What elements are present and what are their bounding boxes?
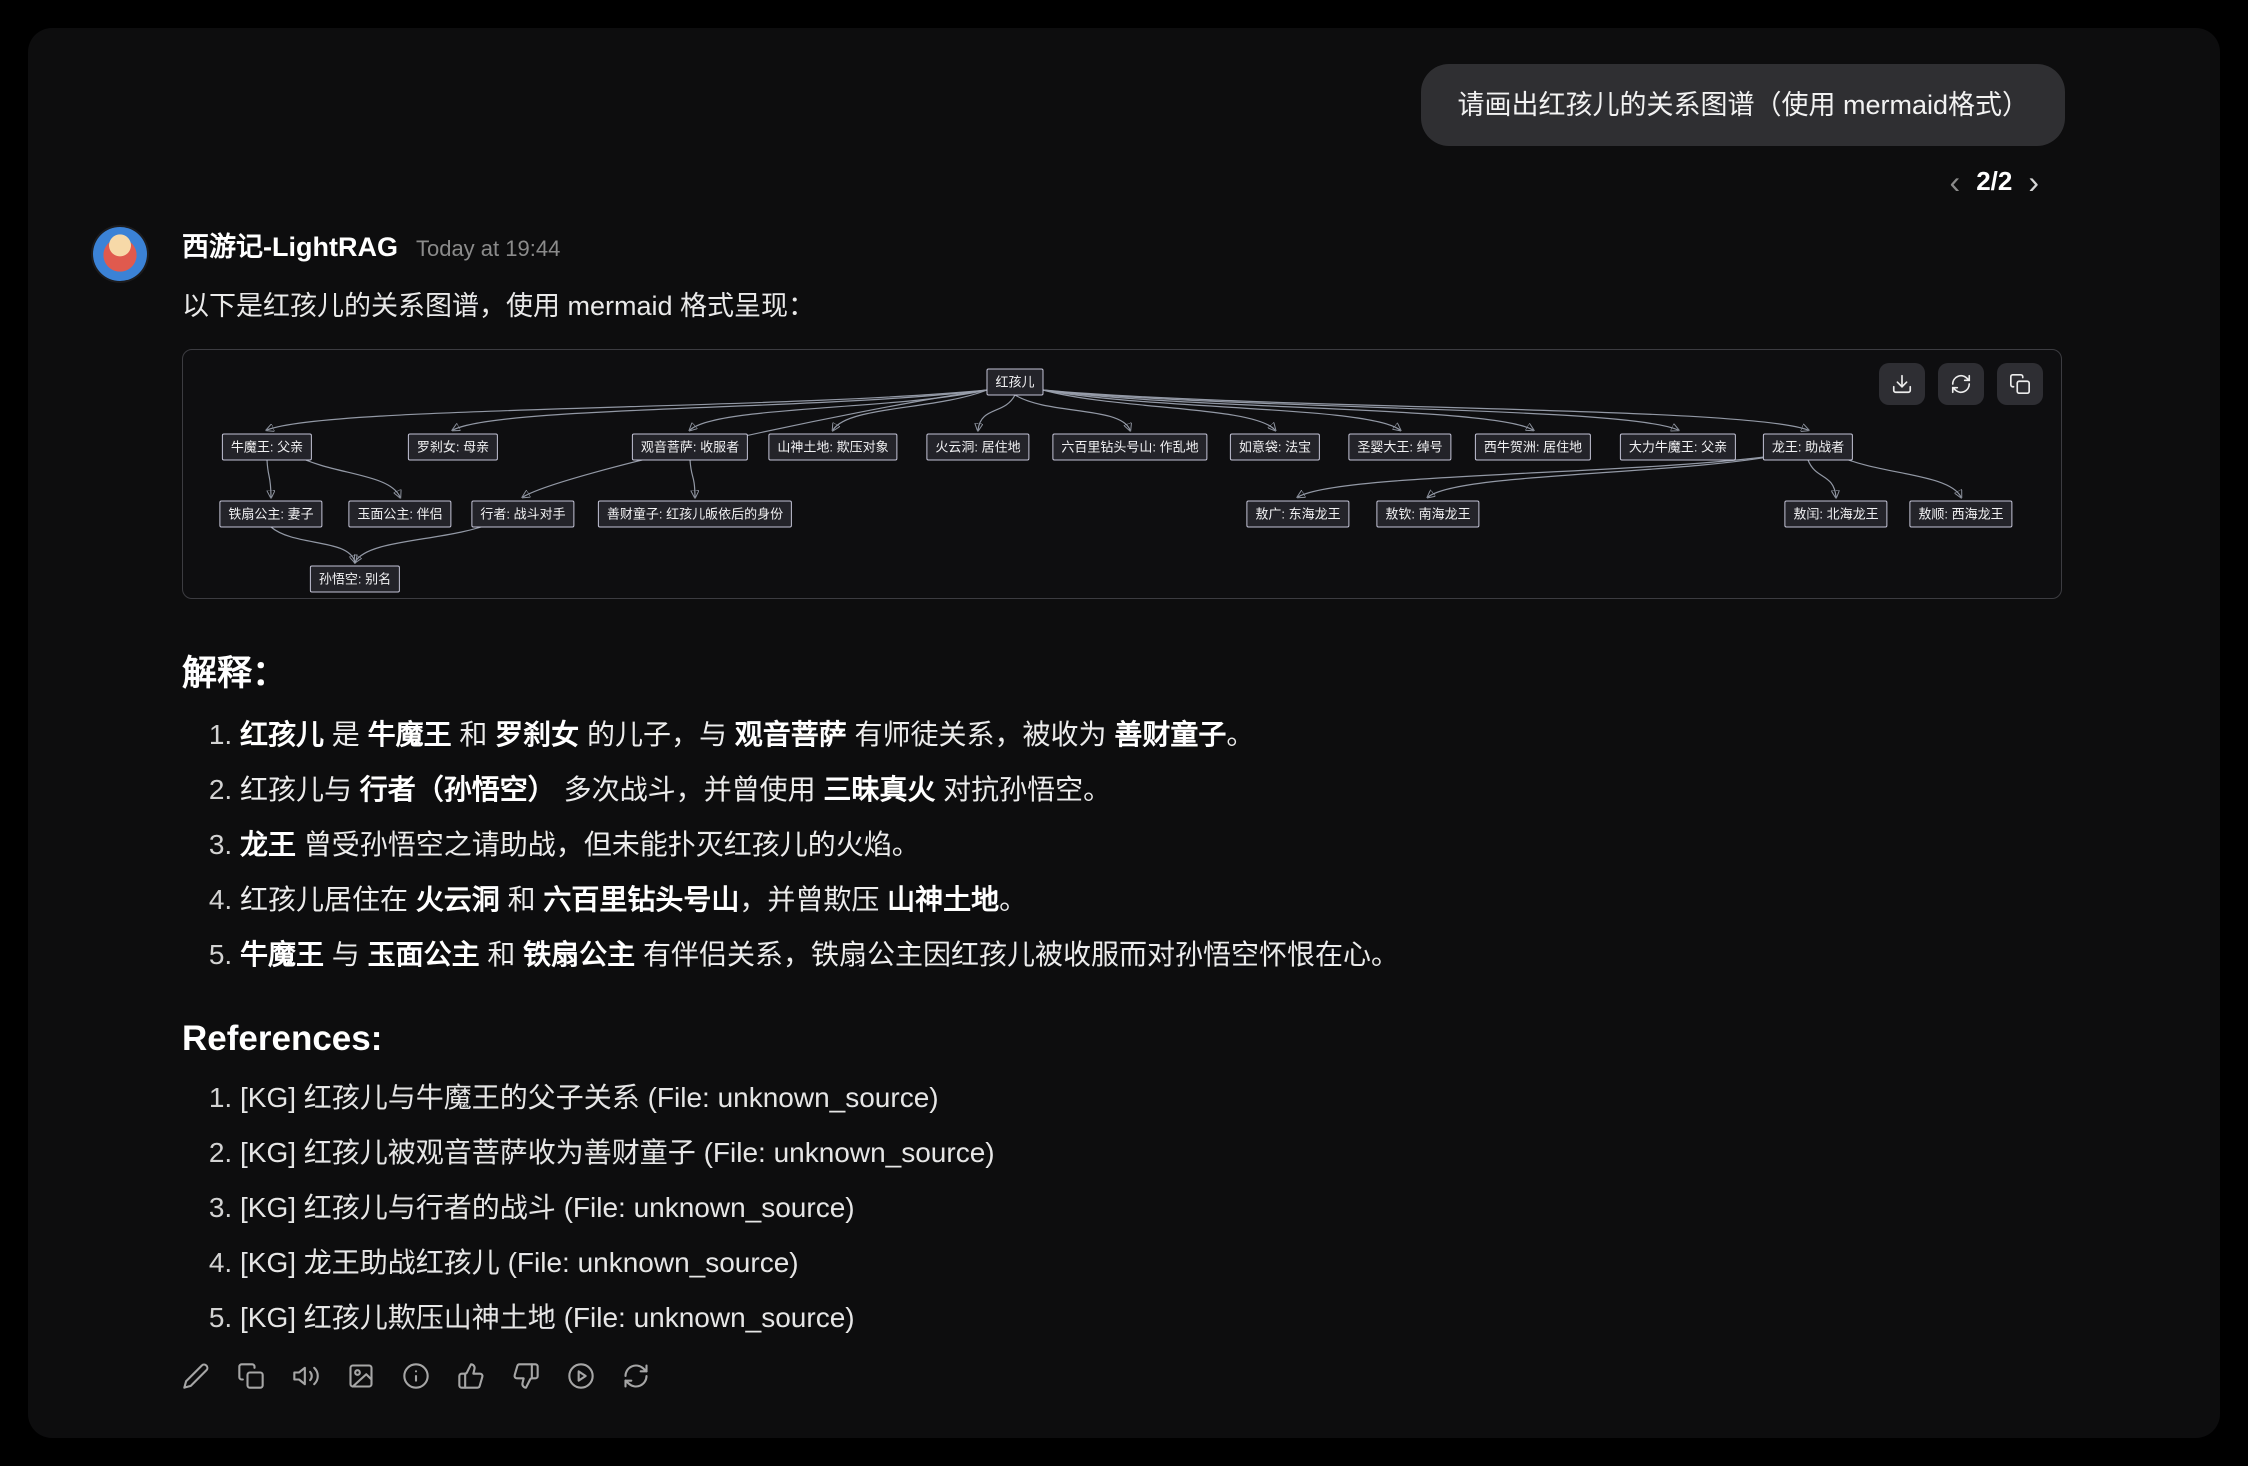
reference-item: [KG] 红孩儿与行者的战斗 (File: unknown_source) xyxy=(240,1189,2065,1226)
reference-item: [KG] 红孩儿欺压山神土地 (File: unknown_source) xyxy=(240,1299,2065,1336)
graph-node-scdz: 善财童子: 红孩儿皈依后的身份 xyxy=(597,500,793,528)
graph-node-dlnmw: 大力牛魔王: 父亲 xyxy=(1619,433,1737,461)
reference-item: [KG] 红孩儿与牛魔王的父子关系 (File: unknown_source) xyxy=(240,1079,2065,1116)
graph-node-ar: 敖闰: 北海龙王 xyxy=(1784,500,1888,528)
message-pagination: ‹ 2/2 › xyxy=(182,163,2065,200)
graph-node-lcn: 罗刹女: 母亲 xyxy=(407,433,499,461)
thumbs-down-button[interactable] xyxy=(512,1362,540,1390)
regenerate-button[interactable] xyxy=(622,1362,650,1390)
user-message: 请画出红孩儿的关系图谱（使用 mermaid格式） xyxy=(1421,64,2065,146)
graph-node-lbl: 六百里钻头号山: 作乱地 xyxy=(1052,433,1208,461)
refresh-diagram-button[interactable] xyxy=(1938,363,1984,405)
play-circle-icon xyxy=(568,1363,594,1389)
assistant-message: 西游记-LightRAG Today at 19:44 以下是红孩儿的关系图谱，… xyxy=(93,225,2065,1430)
graph-node-hyd: 火云洞: 居住地 xyxy=(926,433,1030,461)
copy-diagram-button[interactable] xyxy=(1997,363,2043,405)
explanation-item: 牛魔王 与 玉面公主 和 铁扇公主 有伴侣关系，铁扇公主因红孩儿被收服而对孙悟空… xyxy=(240,936,2065,973)
references-list: [KG] 红孩儿与牛魔王的父子关系 (File: unknown_source)… xyxy=(182,1079,2065,1336)
page-indicator: 2/2 xyxy=(1976,166,2013,196)
image-icon xyxy=(349,1364,373,1388)
explanation-item: 龙王 曾受孙悟空之请助战，但未能扑灭红孩儿的火焰。 xyxy=(240,826,2065,863)
reference-item: [KG] 龙王助战红孩儿 (File: unknown_source) xyxy=(240,1244,2065,1281)
chat-panel: 请画出红孩儿的关系图谱（使用 mermaid格式） ‹ 2/2 › 西游记-Li… xyxy=(28,28,2220,1438)
copy-button[interactable] xyxy=(237,1362,265,1390)
graph-edges xyxy=(183,389,2061,598)
thumbs-up-icon xyxy=(458,1363,484,1389)
assistant-name: 西游记-LightRAG xyxy=(182,232,398,262)
graph-node-swk: 孙悟空: 别名 xyxy=(309,565,401,593)
graph-node-aq: 敖钦: 南海龙王 xyxy=(1376,500,1480,528)
refresh-icon xyxy=(624,1364,648,1388)
reference-item: [KG] 红孩儿被观音菩萨收为善财童子 (File: unknown_sourc… xyxy=(240,1134,2065,1171)
graph-node-ag: 敖广: 东海龙王 xyxy=(1246,500,1350,528)
graph-node-ryd: 如意袋: 法宝 xyxy=(1229,433,1321,461)
graph-node-tsgz: 铁扇公主: 妻子 xyxy=(219,500,323,528)
explanation-heading: 解释： xyxy=(182,654,288,693)
download-icon xyxy=(1892,374,1912,394)
diagram-actions xyxy=(1879,363,2043,405)
graph-node-sy: 圣婴大王: 绰号 xyxy=(1348,433,1452,461)
explanation-item: 红孩儿 是 牛魔王 和 罗刹女 的儿子，与 观音菩萨 有师徒关系，被收为 善财童… xyxy=(240,716,2065,753)
thumbs-down-icon xyxy=(513,1363,539,1389)
edit-button[interactable] xyxy=(182,1362,210,1390)
image-button[interactable] xyxy=(347,1362,375,1390)
references-heading: References: xyxy=(182,1019,383,1058)
mermaid-diagram: 红孩儿牛魔王: 父亲 罗刹女: 母亲 观音菩萨: 收服者山神土地: 欺压对象火云洞:… xyxy=(182,349,2062,599)
info-button[interactable] xyxy=(402,1362,430,1390)
clipboard-icon xyxy=(2010,374,2030,394)
graph-node-root: 红孩儿 xyxy=(986,368,1044,396)
clipboard-icon xyxy=(238,1363,264,1389)
speaker-icon xyxy=(293,1366,319,1386)
explanation-item: 红孩儿与 行者（孙悟空） 多次战斗，并曾使用 三昧真火 对抗孙悟空。 xyxy=(240,771,2065,808)
download-diagram-button[interactable] xyxy=(1879,363,1925,405)
assistant-meta: 西游记-LightRAG Today at 19:44 xyxy=(182,225,2065,264)
graph-node-xnhz: 西牛贺洲: 居住地 xyxy=(1474,433,1592,461)
explanation-item: 红孩儿居住在 火云洞 和 六百里钻头号山，并曾欺压 山神土地。 xyxy=(240,881,2065,918)
edit-icon xyxy=(183,1363,209,1389)
assistant-avatar xyxy=(93,227,147,281)
message-actions xyxy=(182,1362,2065,1430)
graph-node-nmw: 牛魔王: 父亲 xyxy=(221,433,313,461)
graph-node-xz: 行者: 战斗对手 xyxy=(471,500,575,528)
graph-node-lw: 龙王: 助战者 xyxy=(1762,433,1854,461)
next-page-button[interactable]: › xyxy=(2028,163,2039,200)
refresh-icon xyxy=(1951,374,1971,394)
info-icon xyxy=(403,1363,429,1389)
prev-page-button[interactable]: ‹ xyxy=(1949,163,1961,200)
thumbs-up-button[interactable] xyxy=(457,1362,485,1390)
graph-node-as: 敖顺: 西海龙王 xyxy=(1909,500,2013,528)
assistant-intro-text: 以下是红孩儿的关系图谱，使用 mermaid 格式呈现： xyxy=(182,291,816,321)
user-message-row: 请画出红孩儿的关系图谱（使用 mermaid格式） xyxy=(182,64,2065,146)
graph-node-gy: 观音菩萨: 收服者 xyxy=(631,433,749,461)
read-aloud-button[interactable] xyxy=(292,1362,320,1390)
continue-button[interactable] xyxy=(567,1362,595,1390)
message-timestamp: Today at 19:44 xyxy=(415,236,561,261)
graph-node-ymgz: 玉面公主: 伴侣 xyxy=(348,500,452,528)
graph-node-ssld: 山神土地: 欺压对象 xyxy=(768,433,898,461)
explanation-list: 红孩儿 是 牛魔王 和 罗刹女 的儿子，与 观音菩萨 有师徒关系，被收为 善财童… xyxy=(182,716,2065,973)
